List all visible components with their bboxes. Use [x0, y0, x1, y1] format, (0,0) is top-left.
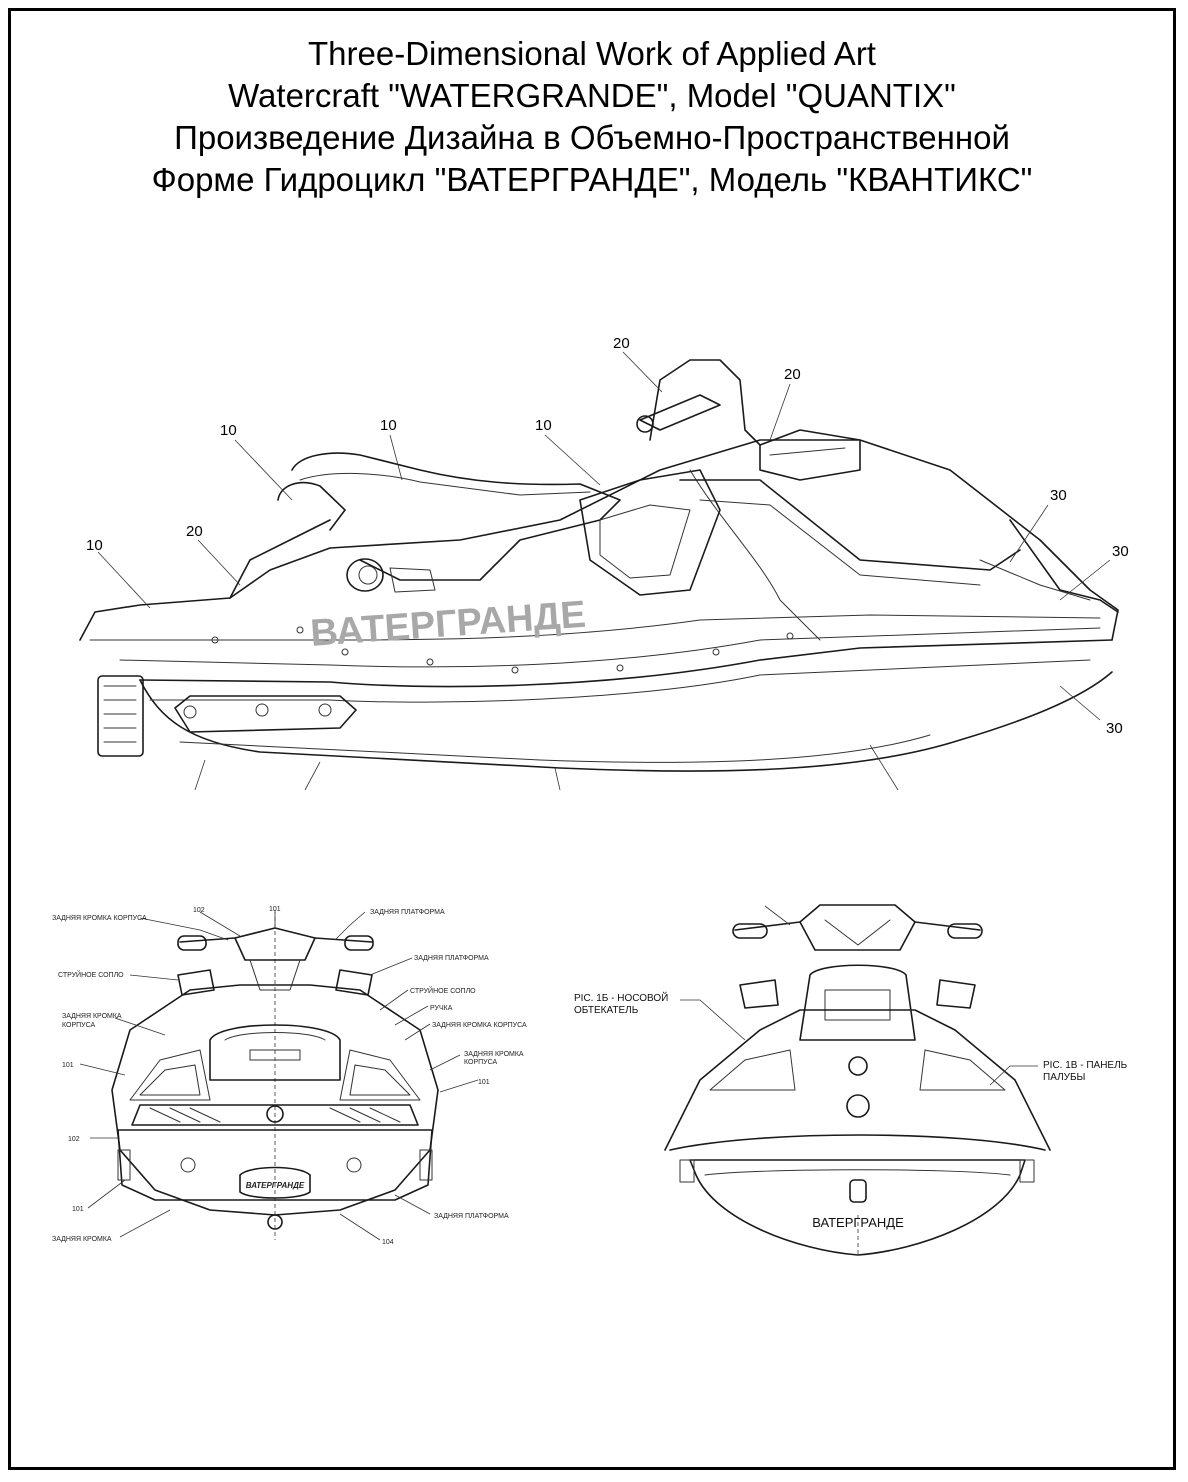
title-block: Three-Dimensional Work of Applied Art Wa… — [11, 33, 1173, 201]
title-line-2: Watercraft "WATERGRANDE", Model "QUANTIX… — [228, 77, 956, 114]
callout-rear-edge-2a: ЗАДНЯЯ КРОМКА — [62, 1013, 122, 1020]
front-callout-left-2: ОБТЕКАТЕЛЬ — [574, 1005, 639, 1016]
callout-rear-hull-edge-3: ЗАДНЯЯ КРОМКА КОРПУСА — [432, 1022, 527, 1029]
callout-102-top: 102 — [193, 907, 205, 914]
callout-102-left: 102 — [68, 1136, 80, 1143]
label-10-a: 10 — [220, 422, 237, 439]
label-20-b: 20 — [784, 366, 801, 383]
label-30-a: 30 — [1050, 487, 1067, 504]
label-30-c: 30 — [1106, 720, 1123, 737]
drawing-sheet: Three-Dimensional Work of Applied Art Wa… — [8, 8, 1176, 1470]
callout-101-bottom: 101 — [72, 1206, 84, 1213]
callout-rear-edge-5: ЗАДНЯЯ КРОМКА — [52, 1236, 112, 1243]
callout-handle: РУЧКА — [430, 1005, 453, 1012]
label-10-d: 10 — [86, 537, 103, 554]
title-line-1: Three-Dimensional Work of Applied Art — [308, 35, 876, 72]
callout-jet-nozzle-2: СТРУЙНОЕ СОПЛО — [410, 986, 476, 995]
label-10-c: 10 — [535, 417, 552, 434]
callout-rear-platform-1: ЗАДНЯЯ ПЛАТФОРМА — [370, 909, 445, 916]
label-30-b: 30 — [1112, 543, 1129, 560]
callout-rear-edge-4b: КОРПУСА — [464, 1059, 497, 1066]
front-callout-right-1: РІС. 1В - ПАНЕЛЬ — [1043, 1060, 1128, 1071]
callout-rear-platform-2: ЗАДНЯЯ ПЛАТФОРМА — [414, 955, 489, 962]
callout-rear-platform-3: ЗАДНЯЯ ПЛАТФОРМА — [434, 1213, 509, 1220]
callout-101-right: 101 — [478, 1079, 490, 1086]
side-view-drawing: ВАТЕРГРАНДЕ 20 20 10 10 10 20 10 30 30 3… — [79, 335, 1129, 791]
callout-rear-edge-2b: КОРПУСА — [62, 1022, 95, 1029]
callout-jet-nozzle-1: СТРУЙНОЕ СОПЛО — [58, 970, 124, 979]
rear-view-callouts: 102 101 ЗАДНЯЯ КРОМКА КОРПУСА ЗАДНЯЯ ПЛА… — [52, 906, 527, 1246]
title-line-4: Форме Гидроцикл "ВАТЕРГРАНДЕ", Модель "К… — [151, 161, 1033, 198]
callout-101-top: 101 — [269, 906, 281, 913]
front-callout-right-2: ПАЛУБЫ — [1043, 1072, 1086, 1083]
front-brand-text: ВАТЕРГРАНДЕ — [812, 1215, 904, 1230]
callout-104: 104 — [382, 1239, 394, 1246]
rear-brand-text: ВАТЕРГРАНДЕ — [246, 1181, 305, 1190]
side-view-labels: 20 20 10 10 10 20 10 30 30 30 — [86, 335, 1129, 737]
callout-rear-edge-4a: ЗАДНЯЯ КРОМКА — [464, 1051, 524, 1058]
front-callout-left-1: РІС. 1Б - НОСОВОЙ — [574, 991, 668, 1004]
callout-101-left: 101 — [62, 1062, 74, 1069]
callout-rear-hull-edge-1: ЗАДНЯЯ КРОМКА КОРПУСА — [52, 915, 147, 922]
front-view-callouts: РІС. 1Б - НОСОВОЙ ОБТЕКАТЕЛЬ РІС. 1В - П… — [574, 991, 1128, 1083]
label-20-a: 20 — [613, 335, 630, 352]
title-line-3: Произведение Дизайна в Объемно-Пространс… — [174, 119, 1010, 156]
label-20-c: 20 — [186, 523, 203, 540]
label-10-b: 10 — [380, 417, 397, 434]
